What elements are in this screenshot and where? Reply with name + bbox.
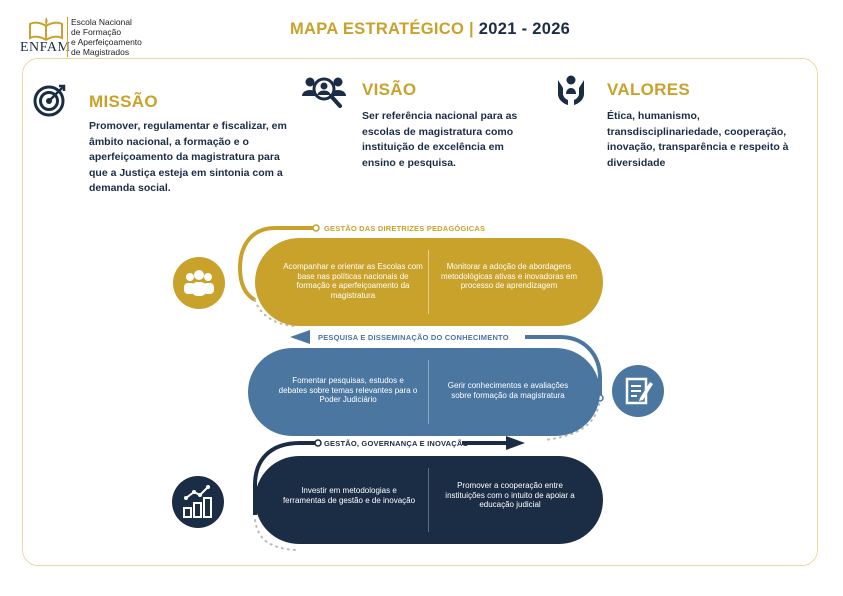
band1-left-text: Acompanhar e orientar as Escolas com bas… xyxy=(283,262,423,300)
band1-label: GESTÃO DAS DIRETRIZES PEDAGÓGICAS xyxy=(324,224,486,233)
band3-arrow xyxy=(506,436,525,450)
hands-person-icon xyxy=(558,75,584,105)
visao-title: VISÃO xyxy=(362,80,417,99)
logo-line: Escola Nacional xyxy=(71,17,132,27)
title-separator: | xyxy=(468,20,474,38)
logo-line: de Formação xyxy=(71,27,122,37)
band1-right-text: Monitorar a adoção de abordagens metodol… xyxy=(440,262,578,290)
title-main: MAPA ESTRATÉGICO xyxy=(290,20,465,38)
band3-pill xyxy=(255,456,603,544)
band1-divider xyxy=(428,250,429,314)
missao-text: Promover, regulamentar e fiscalizar, em … xyxy=(89,120,287,194)
content-frame xyxy=(22,58,818,566)
logo-line: de Magistrados xyxy=(71,47,130,57)
band1-pill xyxy=(255,238,603,326)
growth-chart-icon xyxy=(172,476,224,528)
band3-left-text: Investir em metodologias e ferramentas d… xyxy=(282,486,416,505)
band3-divider xyxy=(428,468,429,532)
group-icon xyxy=(173,257,225,309)
logo-line: e Aperfeiçoamento xyxy=(71,37,142,47)
band3-arc xyxy=(253,441,318,515)
valores-text: Ética, humanismo, transdisciplinariedade… xyxy=(607,110,789,169)
band2-pill xyxy=(248,348,600,436)
band2-arrow xyxy=(290,330,310,344)
band3-right-text: Promover a cooperação entre instituições… xyxy=(445,481,575,509)
band2-arc xyxy=(525,335,602,395)
logo-subtitle: Escola Nacional de Formação e Aperfeiçoa… xyxy=(71,17,142,57)
people-search-icon xyxy=(302,77,346,108)
band1-dots xyxy=(254,299,296,327)
band2-right-text: Gerir conhecimentos e avaliações sobre f… xyxy=(447,381,569,400)
band3-label: GESTÃO, GOVERNANÇA E INOVAÇÃO xyxy=(324,439,469,448)
logo xyxy=(18,14,168,60)
valores-title: VALORES xyxy=(607,80,691,99)
logo-wordmark: ENFAM xyxy=(20,40,71,55)
band3-dots xyxy=(254,519,296,551)
target-icon xyxy=(33,84,66,117)
visao-text: Ser referência nacional para as escolas … xyxy=(362,110,518,169)
band2-divider xyxy=(428,360,429,424)
band2-label: PESQUISA E DISSEMINAÇÃO DO CONHECIMENTO xyxy=(318,333,509,342)
logo-book-icon xyxy=(29,17,63,41)
title-years: 2021 - 2026 xyxy=(478,20,571,38)
band1-arc xyxy=(237,226,316,302)
missao-title: MISSÃO xyxy=(89,92,158,111)
band2-left-text: Fomentar pesquisas, estudos e debates so… xyxy=(278,376,418,404)
logo-divider xyxy=(67,17,68,57)
document-pen-icon xyxy=(612,365,664,417)
page-title: MAPA ESTRATÉGICO | 2021 - 2026 xyxy=(290,20,570,39)
band2-dots xyxy=(544,397,601,441)
